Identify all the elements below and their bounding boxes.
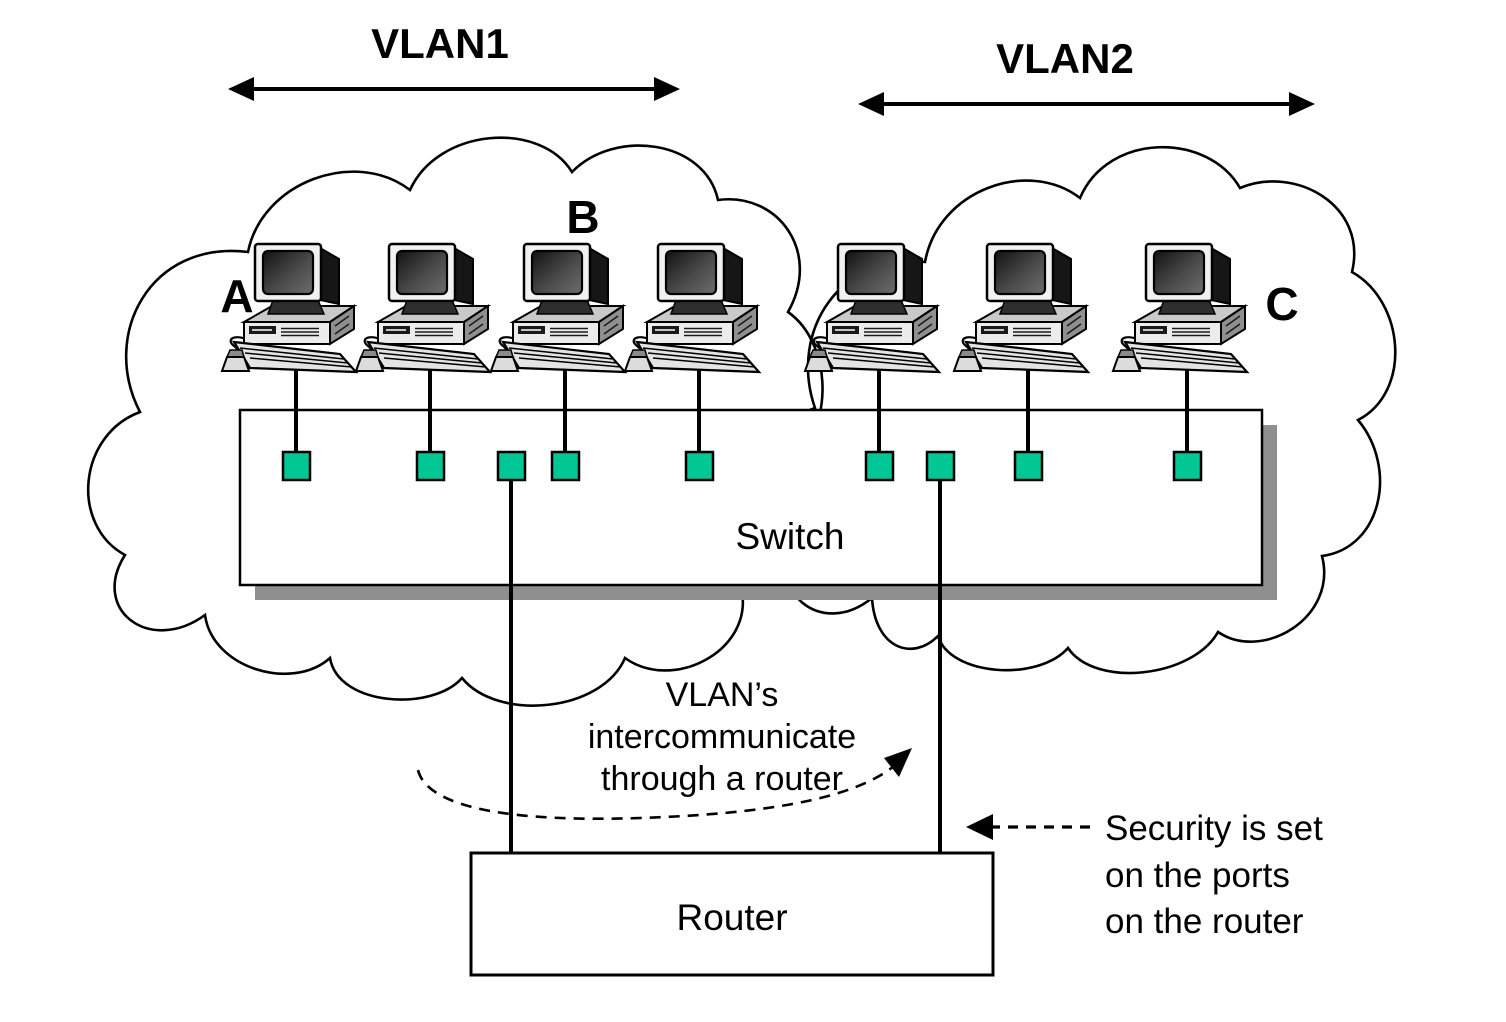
vlan2-cloud-outline xyxy=(763,145,1397,675)
vlan1-span-arrow xyxy=(228,77,680,101)
vlan1-cloud-outline xyxy=(86,136,824,707)
switch-box xyxy=(238,408,1264,587)
switch-port xyxy=(1172,450,1203,482)
workstation-c-label: C xyxy=(1265,278,1298,330)
security-note: Security is set on the ports on the rout… xyxy=(1105,809,1323,941)
switch-port xyxy=(925,450,956,482)
vlan2-span-arrow xyxy=(858,92,1315,116)
switch-port xyxy=(281,450,312,482)
workstation-links xyxy=(294,360,1189,452)
switch-ports xyxy=(281,450,1203,482)
vlan2-label: VLAN2 xyxy=(996,35,1134,82)
svg-text:intercommunicate: intercommunicate xyxy=(588,718,856,756)
svg-text:through a router: through a router xyxy=(601,760,843,798)
svg-text:Security is set: Security is set xyxy=(1105,809,1323,848)
intercommunicate-note: VLAN’s intercommunicate through a router xyxy=(588,676,856,798)
svg-text:VLAN’s: VLAN’s xyxy=(666,676,779,714)
router-box xyxy=(469,851,995,977)
security-arrow xyxy=(966,814,1090,840)
switch-port xyxy=(550,450,581,482)
svg-text:on the router: on the router xyxy=(1105,902,1304,941)
workstation-b-label: B xyxy=(566,191,599,243)
switch-port xyxy=(496,450,527,482)
intercommunicate-arrow xyxy=(416,748,912,821)
workstation-a-label: A xyxy=(220,270,253,322)
svg-text:on the ports: on the ports xyxy=(1105,856,1290,895)
switch-port xyxy=(415,450,446,482)
switch-port xyxy=(864,450,895,482)
switch-label: Switch xyxy=(736,516,845,557)
switch-port xyxy=(1013,450,1044,482)
switch-port xyxy=(684,450,715,482)
vlan1-label: VLAN1 xyxy=(371,20,509,67)
router-label: Router xyxy=(676,897,787,938)
